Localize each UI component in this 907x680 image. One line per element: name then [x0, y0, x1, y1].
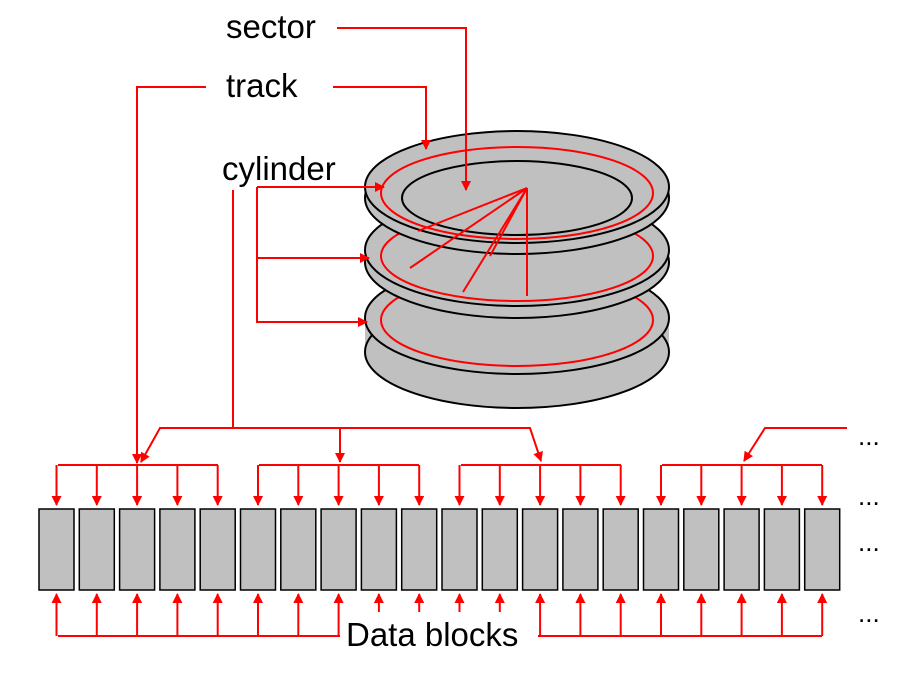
ellipsis-3: ... — [858, 527, 880, 557]
data-block — [602, 508, 639, 591]
track-label: track — [226, 67, 298, 104]
data-block — [521, 508, 559, 591]
data-block — [683, 508, 720, 591]
data-block — [159, 508, 196, 591]
cylinder-branch-right — [233, 427, 543, 462]
data-block — [280, 508, 317, 591]
data-block — [360, 508, 398, 591]
sector-arrow — [337, 27, 471, 191]
ellipsis-1: ... — [858, 421, 880, 451]
cylinder-label: cylinder — [222, 150, 336, 187]
data-block — [118, 508, 156, 591]
data-block — [642, 508, 680, 591]
data-block — [239, 508, 277, 591]
platter-top — [364, 130, 670, 255]
data-block — [441, 508, 478, 591]
sector-lines — [409, 187, 528, 296]
sector-label: sector — [226, 8, 316, 45]
track-arrow — [333, 86, 431, 150]
ellipsis-2: ... — [858, 481, 880, 511]
cylinder-arrow-2 — [256, 187, 370, 263]
data-block — [481, 508, 519, 591]
data-block — [320, 508, 357, 591]
cylinder-arrow-3 — [256, 258, 368, 327]
data-block — [400, 508, 438, 591]
ellipsis-4: ... — [858, 598, 880, 628]
data-block — [763, 508, 801, 591]
data-blocks-row — [38, 508, 841, 591]
data-blocks-label-bg — [342, 612, 538, 656]
data-block — [723, 508, 760, 591]
disk-platters — [364, 130, 670, 409]
data-block — [38, 508, 75, 591]
track-to-blocks-arrow — [132, 86, 206, 464]
offpage-branch — [743, 427, 847, 462]
bottom-block-arrows — [51, 593, 828, 636]
label-arrows — [132, 27, 847, 464]
data-block — [199, 508, 236, 591]
data-block — [803, 508, 841, 591]
top-block-arrows — [51, 465, 828, 506]
cylinder-branch-left — [140, 427, 233, 463]
data-block — [78, 508, 116, 591]
data-blocks-label: Data blocks — [346, 616, 518, 653]
data-block — [562, 508, 599, 591]
